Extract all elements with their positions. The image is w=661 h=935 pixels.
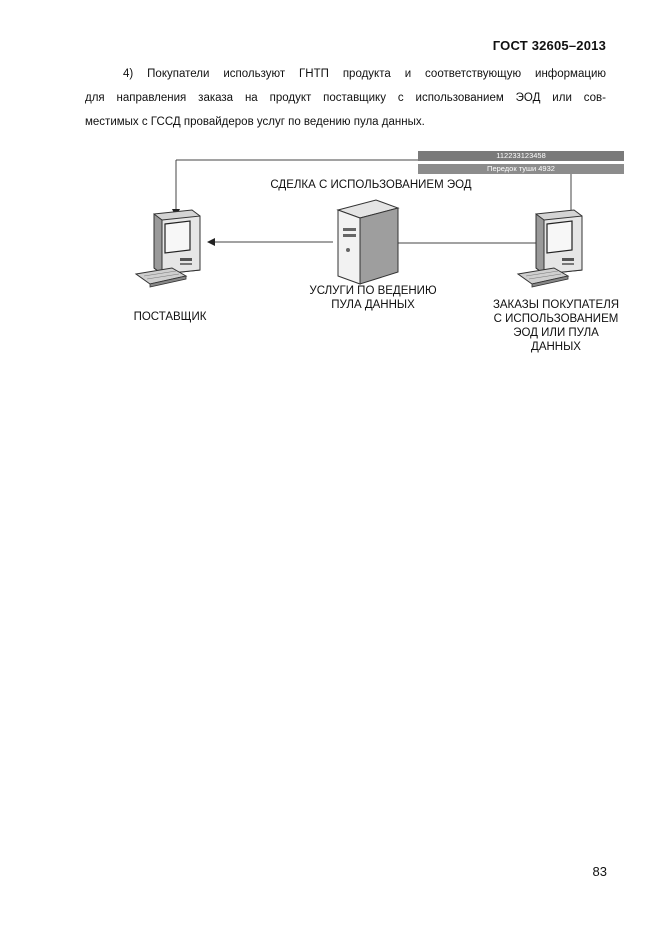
server-label: УСЛУГИ ПО ВЕДЕНИЮ ПУЛА ДАННЫХ	[290, 284, 456, 312]
computer-icon	[134, 209, 201, 288]
buyer-label-line: С ИСПОЛЬЗОВАНИЕМ	[493, 313, 619, 325]
server-label-line: ПУЛА ДАННЫХ	[331, 299, 415, 311]
paragraph-line: 4) Покупатели используют ГНТП продукта и…	[123, 68, 606, 80]
server-label-line: УСЛУГИ ПО ВЕДЕНИЮ	[309, 285, 437, 297]
standard-header: ГОСТ 32605–2013	[492, 38, 606, 53]
paragraph-line: для направления заказа на продукт постав…	[85, 92, 606, 104]
server-icon	[336, 199, 400, 285]
data-bar-code: 112233123458	[418, 151, 624, 161]
buyer-label-line: ЭОД ИЛИ ПУЛА	[513, 327, 599, 339]
buyer-label-line: ЗАКАЗЫ ПОКУПАТЕЛЯ	[492, 299, 620, 311]
page-number: 83	[592, 864, 607, 879]
buyer-label-line: ДАННЫХ	[531, 341, 581, 353]
transaction-label: СДЕЛКА С ИСПОЛЬЗОВАНИЕМ ЭОД	[270, 179, 472, 191]
buyer-label: ЗАКАЗЫ ПОКУПАТЕЛЯ С ИСПОЛЬЗОВАНИЕМ ЭОД И…	[478, 298, 634, 354]
data-bar-description: Передок туши 4932	[418, 164, 624, 174]
paragraph-line: местимых с ГССД провайдеров услуг по вед…	[85, 116, 425, 128]
computer-icon	[516, 209, 583, 288]
body-paragraph: 4) Покупатели используют ГНТП продукта и…	[85, 62, 606, 134]
supplier-label: ПОСТАВЩИК	[133, 311, 207, 323]
return-arrow	[172, 159, 418, 217]
